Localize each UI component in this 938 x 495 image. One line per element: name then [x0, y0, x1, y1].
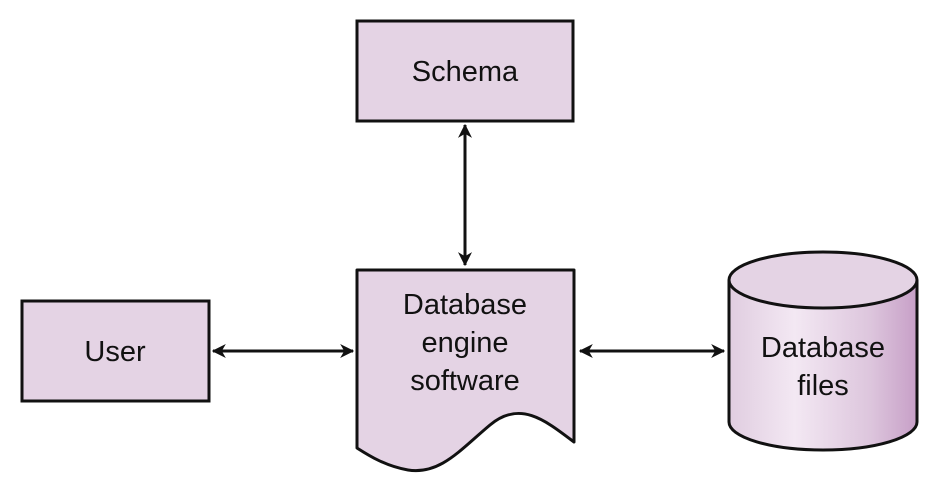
files-cylinder-top [727, 250, 919, 310]
files-label-line-1: Database [761, 332, 885, 364]
schema-box [355, 19, 575, 123]
user-box [20, 299, 211, 403]
engine-document-shape [355, 268, 576, 473]
engine-label-line-1: Database [403, 289, 527, 321]
user-label: User [84, 336, 146, 368]
schema-label: Schema [412, 56, 519, 88]
engine-label-line-2: engine [421, 327, 508, 359]
files-cylinder-body [727, 280, 919, 452]
schema-node: Schema [355, 19, 575, 123]
engine-label-line-3: software [410, 365, 520, 397]
files-label-line-2: files [797, 370, 849, 402]
files-node: Database files [727, 250, 919, 452]
user-node: User [20, 299, 211, 403]
engine-node: Database engine software [355, 268, 576, 473]
